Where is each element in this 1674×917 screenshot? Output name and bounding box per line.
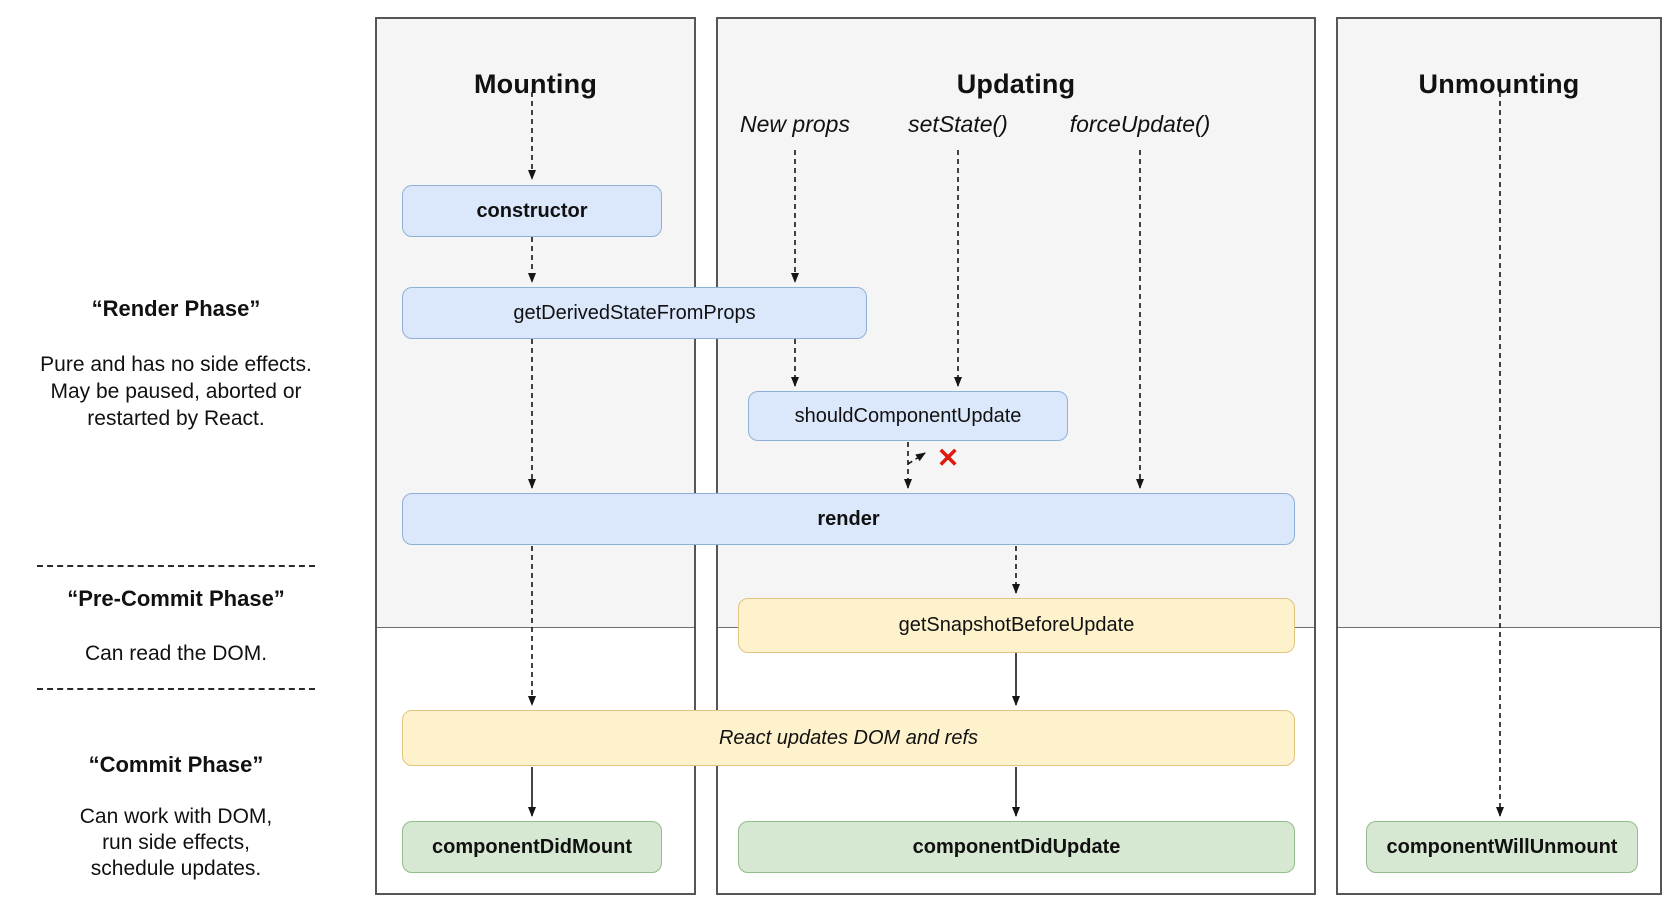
constructor-box[interactable]: constructor (402, 185, 662, 237)
component-will-unmount-box[interactable]: componentWillUnmount (1366, 821, 1638, 873)
render-phase-title: “Render Phase” (91, 296, 261, 321)
phase-separator (37, 565, 315, 567)
pre-commit-phase-description: Can read the DOM. (84, 642, 268, 665)
skip-update-x-icon: ✕ (936, 443, 960, 473)
commit-phase-title: “Commit Phase” (88, 752, 264, 777)
trigger-set-state: setState() (908, 111, 1008, 137)
get-snapshot-before-update-box[interactable]: getSnapshotBeforeUpdate (738, 598, 1295, 653)
mounting-column-title: Mounting (473, 69, 598, 100)
react-updates-dom-box: React updates DOM and refs (402, 710, 1295, 766)
commit-phase-description: Can work with DOM, run side effects, sch… (79, 805, 273, 880)
unmounting-column-title: Unmounting (1418, 69, 1580, 100)
component-did-mount-box[interactable]: componentDidMount (402, 821, 662, 873)
render-box[interactable]: render (402, 493, 1295, 545)
trigger-new-props: New props (740, 111, 850, 137)
should-component-update-box[interactable]: shouldComponentUpdate (748, 391, 1068, 441)
updating-column-title: Updating (956, 69, 1076, 100)
unmounting-column: Unmounting (1336, 17, 1662, 895)
component-did-update-box[interactable]: componentDidUpdate (738, 821, 1295, 873)
unmounting-render-phase-area (1338, 19, 1660, 628)
trigger-force-update: forceUpdate() (1069, 111, 1211, 137)
phase-separator (37, 688, 315, 690)
get-derived-state-from-props-box[interactable]: getDerivedStateFromProps (402, 287, 867, 339)
render-phase-description: Pure and has no side effects. May be pau… (40, 353, 312, 430)
pre-commit-phase-title: “Pre-Commit Phase” (67, 586, 285, 611)
